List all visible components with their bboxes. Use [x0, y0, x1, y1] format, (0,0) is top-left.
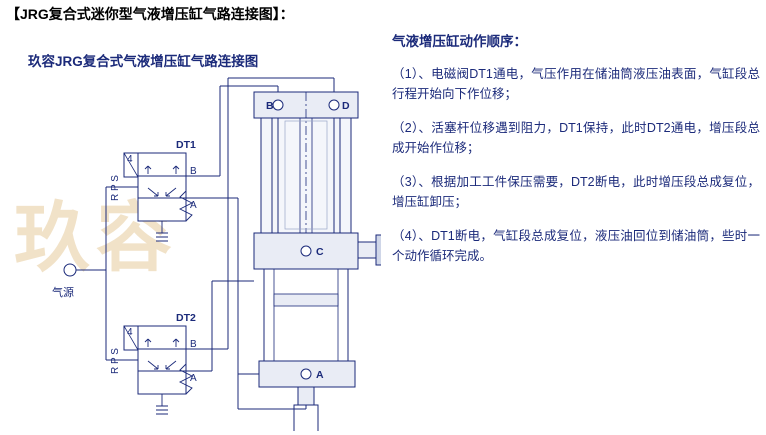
- label-valve1-port-b: B: [190, 166, 197, 177]
- label-valve2-port-a: A: [190, 373, 197, 384]
- label-valve2-number: 4: [127, 327, 133, 338]
- label-valve2-ports: R P S: [110, 348, 121, 374]
- label-valve2-port-b: B: [190, 339, 197, 350]
- label-air-source: 气源: [52, 285, 74, 299]
- description-step-3: （3）、根据加工工件保压需要，DT2断电，此时增压段总成复位，增压缸卸压；: [392, 175, 760, 209]
- label-port-a: A: [316, 369, 324, 381]
- description-step-2: （2）、活塞杆位移遇到阻力，DT1保持，此时DT2通电，增压段总成开始作位移；: [392, 121, 760, 155]
- pneumatic-circuit-diagram: DT1 DT2 R P S R P S B A B A 4 4 B D C A …: [52, 77, 381, 431]
- label-port-c: C: [316, 246, 324, 258]
- label-valve1-number: 4: [127, 154, 133, 165]
- label-valve1-ports: R P S: [110, 175, 121, 201]
- description-panel: 气液增压缸动作顺序： （1）、电磁阀DT1通电，气压作用在储油筒液压油表面，气缸…: [392, 30, 760, 280]
- label-port-b: B: [266, 100, 274, 112]
- label-valve1-port-a: A: [190, 200, 197, 211]
- page-title: 【JRG复合式迷你型气液增压缸气路连接图】：: [6, 6, 294, 22]
- description-step-1: （1）、电磁阀DT1通电，气压作用在储油筒液压油表面，气缸段总行程开始向下作位移…: [392, 67, 760, 101]
- description-step-4: （4）、DT1断电，气缸段总成复位，液压油回位到储油筒，些时一个动作循环完成。: [392, 229, 760, 263]
- label-dt2: DT2: [176, 312, 196, 324]
- description-heading: 气液增压缸动作顺序：: [392, 34, 527, 49]
- diagram-title: 玖容JRG复合式气液增压缸气路连接图: [28, 54, 259, 69]
- label-dt1: DT1: [176, 139, 196, 151]
- diagram-panel: 玖容 玖容JRG复合式气液增压缸气路连接图: [6, 26, 381, 431]
- label-port-d: D: [342, 100, 350, 112]
